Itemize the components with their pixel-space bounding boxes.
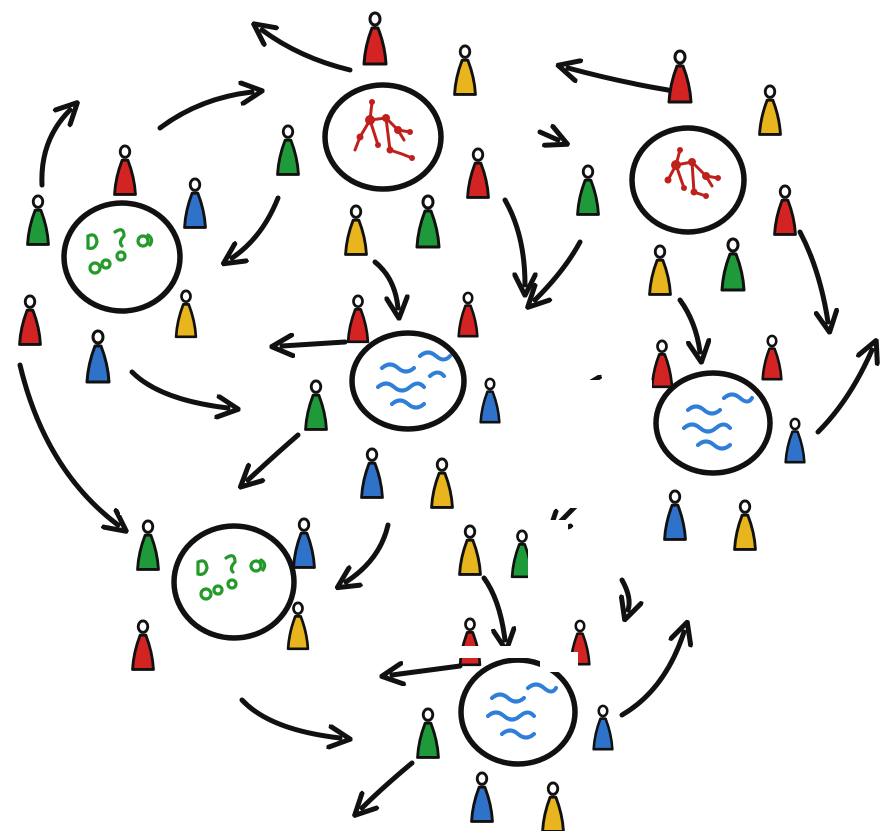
waves-hub-right (653, 370, 773, 476)
waves-icon (682, 392, 754, 451)
person-icon (733, 499, 757, 551)
arrow (248, 432, 301, 480)
cells-hub-left (61, 200, 183, 314)
arrow (502, 197, 525, 285)
person-icon (416, 707, 440, 759)
person-icon (304, 379, 328, 431)
arrow (362, 760, 415, 808)
network-hub-top (322, 82, 444, 192)
person-icon (362, 11, 388, 66)
arrow (797, 229, 828, 322)
person-icon (286, 601, 310, 651)
arrow (282, 342, 348, 346)
network-icon (353, 99, 415, 161)
network-hub-right (629, 125, 747, 235)
person-icon (663, 489, 687, 541)
person-icon (592, 704, 614, 751)
person-icon (576, 164, 600, 216)
arrow (535, 239, 583, 300)
arrow (622, 577, 629, 610)
arrow (17, 362, 118, 525)
waves-icon (486, 682, 558, 740)
arrow (677, 297, 700, 352)
arrow (568, 68, 671, 93)
cells-icon (86, 228, 154, 275)
person-icon (344, 204, 368, 256)
person-icon (113, 144, 137, 196)
arrow (39, 110, 70, 188)
person-icon (183, 177, 207, 229)
arrow (157, 92, 252, 131)
person-icon (26, 194, 50, 246)
person-icon (346, 294, 370, 344)
arrow (537, 132, 558, 140)
person-icon (784, 417, 806, 464)
person-icon (276, 124, 300, 176)
collage-seams (120, 380, 652, 672)
person-icon (466, 147, 490, 199)
person-icon (470, 771, 494, 823)
arrow (239, 697, 340, 738)
arrow (262, 30, 353, 73)
person-icon (131, 619, 155, 671)
arrow (232, 195, 281, 258)
person-icon (292, 517, 316, 569)
network-icon (664, 147, 721, 199)
people-layer (18, 11, 806, 831)
person-icon (569, 619, 591, 666)
person-icon (458, 524, 482, 576)
hubs-layer (61, 82, 773, 767)
cells-icon (196, 554, 267, 601)
waves-hub-bottom (458, 657, 578, 767)
person-icon (667, 49, 693, 104)
arrow (481, 575, 505, 640)
person-icon (85, 329, 111, 384)
arrow (815, 350, 872, 435)
person-icon (541, 781, 565, 831)
person-icon (174, 289, 198, 339)
person-icon (360, 447, 384, 499)
person-icon (136, 519, 160, 571)
person-icon (761, 334, 783, 381)
arrow (346, 522, 391, 582)
person-icon (758, 84, 782, 136)
person-icon (720, 237, 746, 292)
person-icon (415, 194, 441, 249)
person-icon (648, 244, 672, 296)
arrow (129, 369, 228, 408)
arrow (392, 666, 463, 675)
person-icon (453, 44, 477, 96)
arrow (619, 632, 684, 718)
cells-hub-bottom (171, 523, 297, 641)
person-icon (430, 457, 454, 509)
person-icon (650, 339, 674, 389)
arrow (372, 259, 398, 308)
person-icon (479, 377, 501, 424)
waves-icon (376, 350, 452, 410)
person-icon (457, 291, 479, 338)
waves-hub-center (349, 330, 467, 432)
person-icon (18, 294, 42, 346)
person-icon (773, 184, 797, 236)
